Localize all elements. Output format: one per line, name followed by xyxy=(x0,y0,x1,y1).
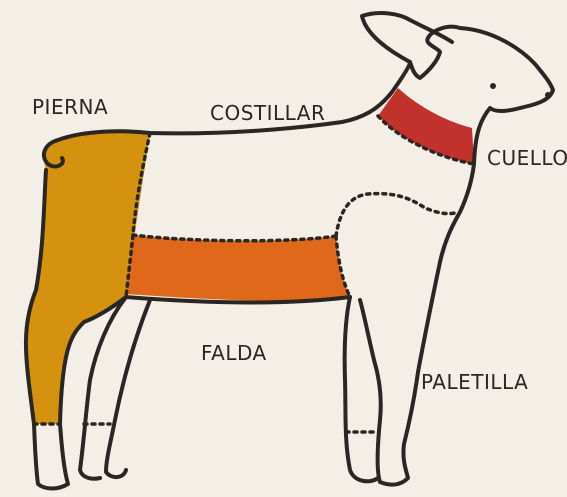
cut-cuello xyxy=(378,88,474,164)
label-cuello: CUELLO xyxy=(487,146,567,170)
cut-falda xyxy=(126,235,350,301)
border-paletilla xyxy=(336,194,458,236)
eye-icon xyxy=(490,83,496,89)
mid-leg-outline xyxy=(80,297,150,479)
label-pierna: PIERNA xyxy=(32,95,108,119)
nose-icon xyxy=(545,92,551,98)
label-falda: FALDA xyxy=(201,341,267,365)
label-costillar: COSTILLAR xyxy=(210,101,325,125)
front-leg-outline xyxy=(345,297,378,481)
label-paletilla: PALETILLA xyxy=(421,370,528,394)
